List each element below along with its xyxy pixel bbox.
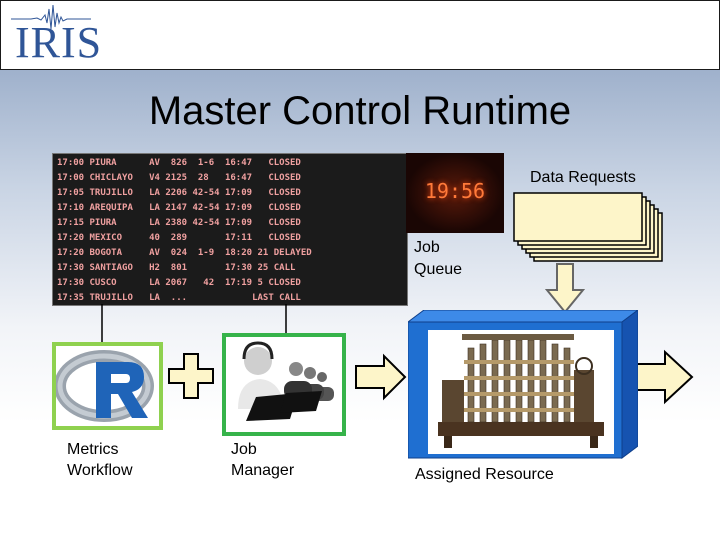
right-arrow-icon xyxy=(355,353,407,401)
departure-board-row: 17:00 CHICLAYO V4 2125 28 16:47 CLOSED xyxy=(57,173,301,183)
departure-board-row: 17:20 BOGOTA AV 024 1-9 18:20 21 DELAYED xyxy=(57,248,312,258)
departure-board-image: 17:00 PIURA AV 826 1-6 16:47 CLOSED 17:00… xyxy=(52,153,408,306)
nixie-clock-image: 19:56 xyxy=(406,153,504,233)
down-arrow-icon xyxy=(544,263,586,314)
slide-title: Master Control Runtime xyxy=(148,89,572,133)
departure-board-row: 17:15 PIURA LA 2380 42-54 17:09 CLOSED xyxy=(57,218,301,228)
header-bar: IRIS xyxy=(0,0,720,70)
plus-icon xyxy=(168,353,214,399)
departure-board-row: 17:35 TRUJILLO LA ... LAST CALL xyxy=(57,293,301,303)
r-language-logo-icon xyxy=(54,350,154,422)
departure-board-row: 17:05 TRUJILLO LA 2206 42-54 17:09 CLOSE… xyxy=(57,188,301,198)
job-manager-label-line1: Job xyxy=(231,441,257,458)
departure-board-row: 17:10 AREQUIPA LA 2147 42-54 17:09 CLOSE… xyxy=(57,203,301,213)
job-queue-label-line2: Queue xyxy=(414,261,463,278)
seismograph-logo-icon xyxy=(11,4,91,30)
nixie-time: 19:56 xyxy=(424,179,486,203)
call-center-people-icon xyxy=(238,341,334,421)
job-manager-label-line2: Manager xyxy=(231,462,295,479)
logo-wordmark: IRIS xyxy=(15,18,103,67)
metrics-workflow-label-line2: Workflow xyxy=(67,462,133,479)
assigned-resource-label: Assigned Resource xyxy=(415,466,554,483)
r-logo-box xyxy=(52,342,163,430)
data-requests-stack-icon xyxy=(513,192,663,262)
job-queue-label-line1: Job xyxy=(414,239,440,256)
departure-board-row: 17:20 MEXICO 40 289 17:11 CLOSED xyxy=(57,233,301,243)
board-connector-lines xyxy=(101,304,287,342)
departure-board-row: 17:30 SANTIAGO H2 801 17:30 25 CALL xyxy=(57,263,296,273)
difference-engine-machine-icon xyxy=(406,309,640,459)
departure-board-row: 17:00 PIURA AV 826 1-6 16:47 CLOSED xyxy=(57,158,301,168)
assigned-resource-machine xyxy=(406,309,640,460)
job-manager-box xyxy=(222,333,346,436)
data-requests-label: Data Requests xyxy=(530,169,636,186)
metrics-workflow-label-line1: Metrics xyxy=(67,441,119,458)
departure-board-row: 17:30 CUSCO LA 2067 42 17:19 5 CLOSED xyxy=(57,278,301,288)
